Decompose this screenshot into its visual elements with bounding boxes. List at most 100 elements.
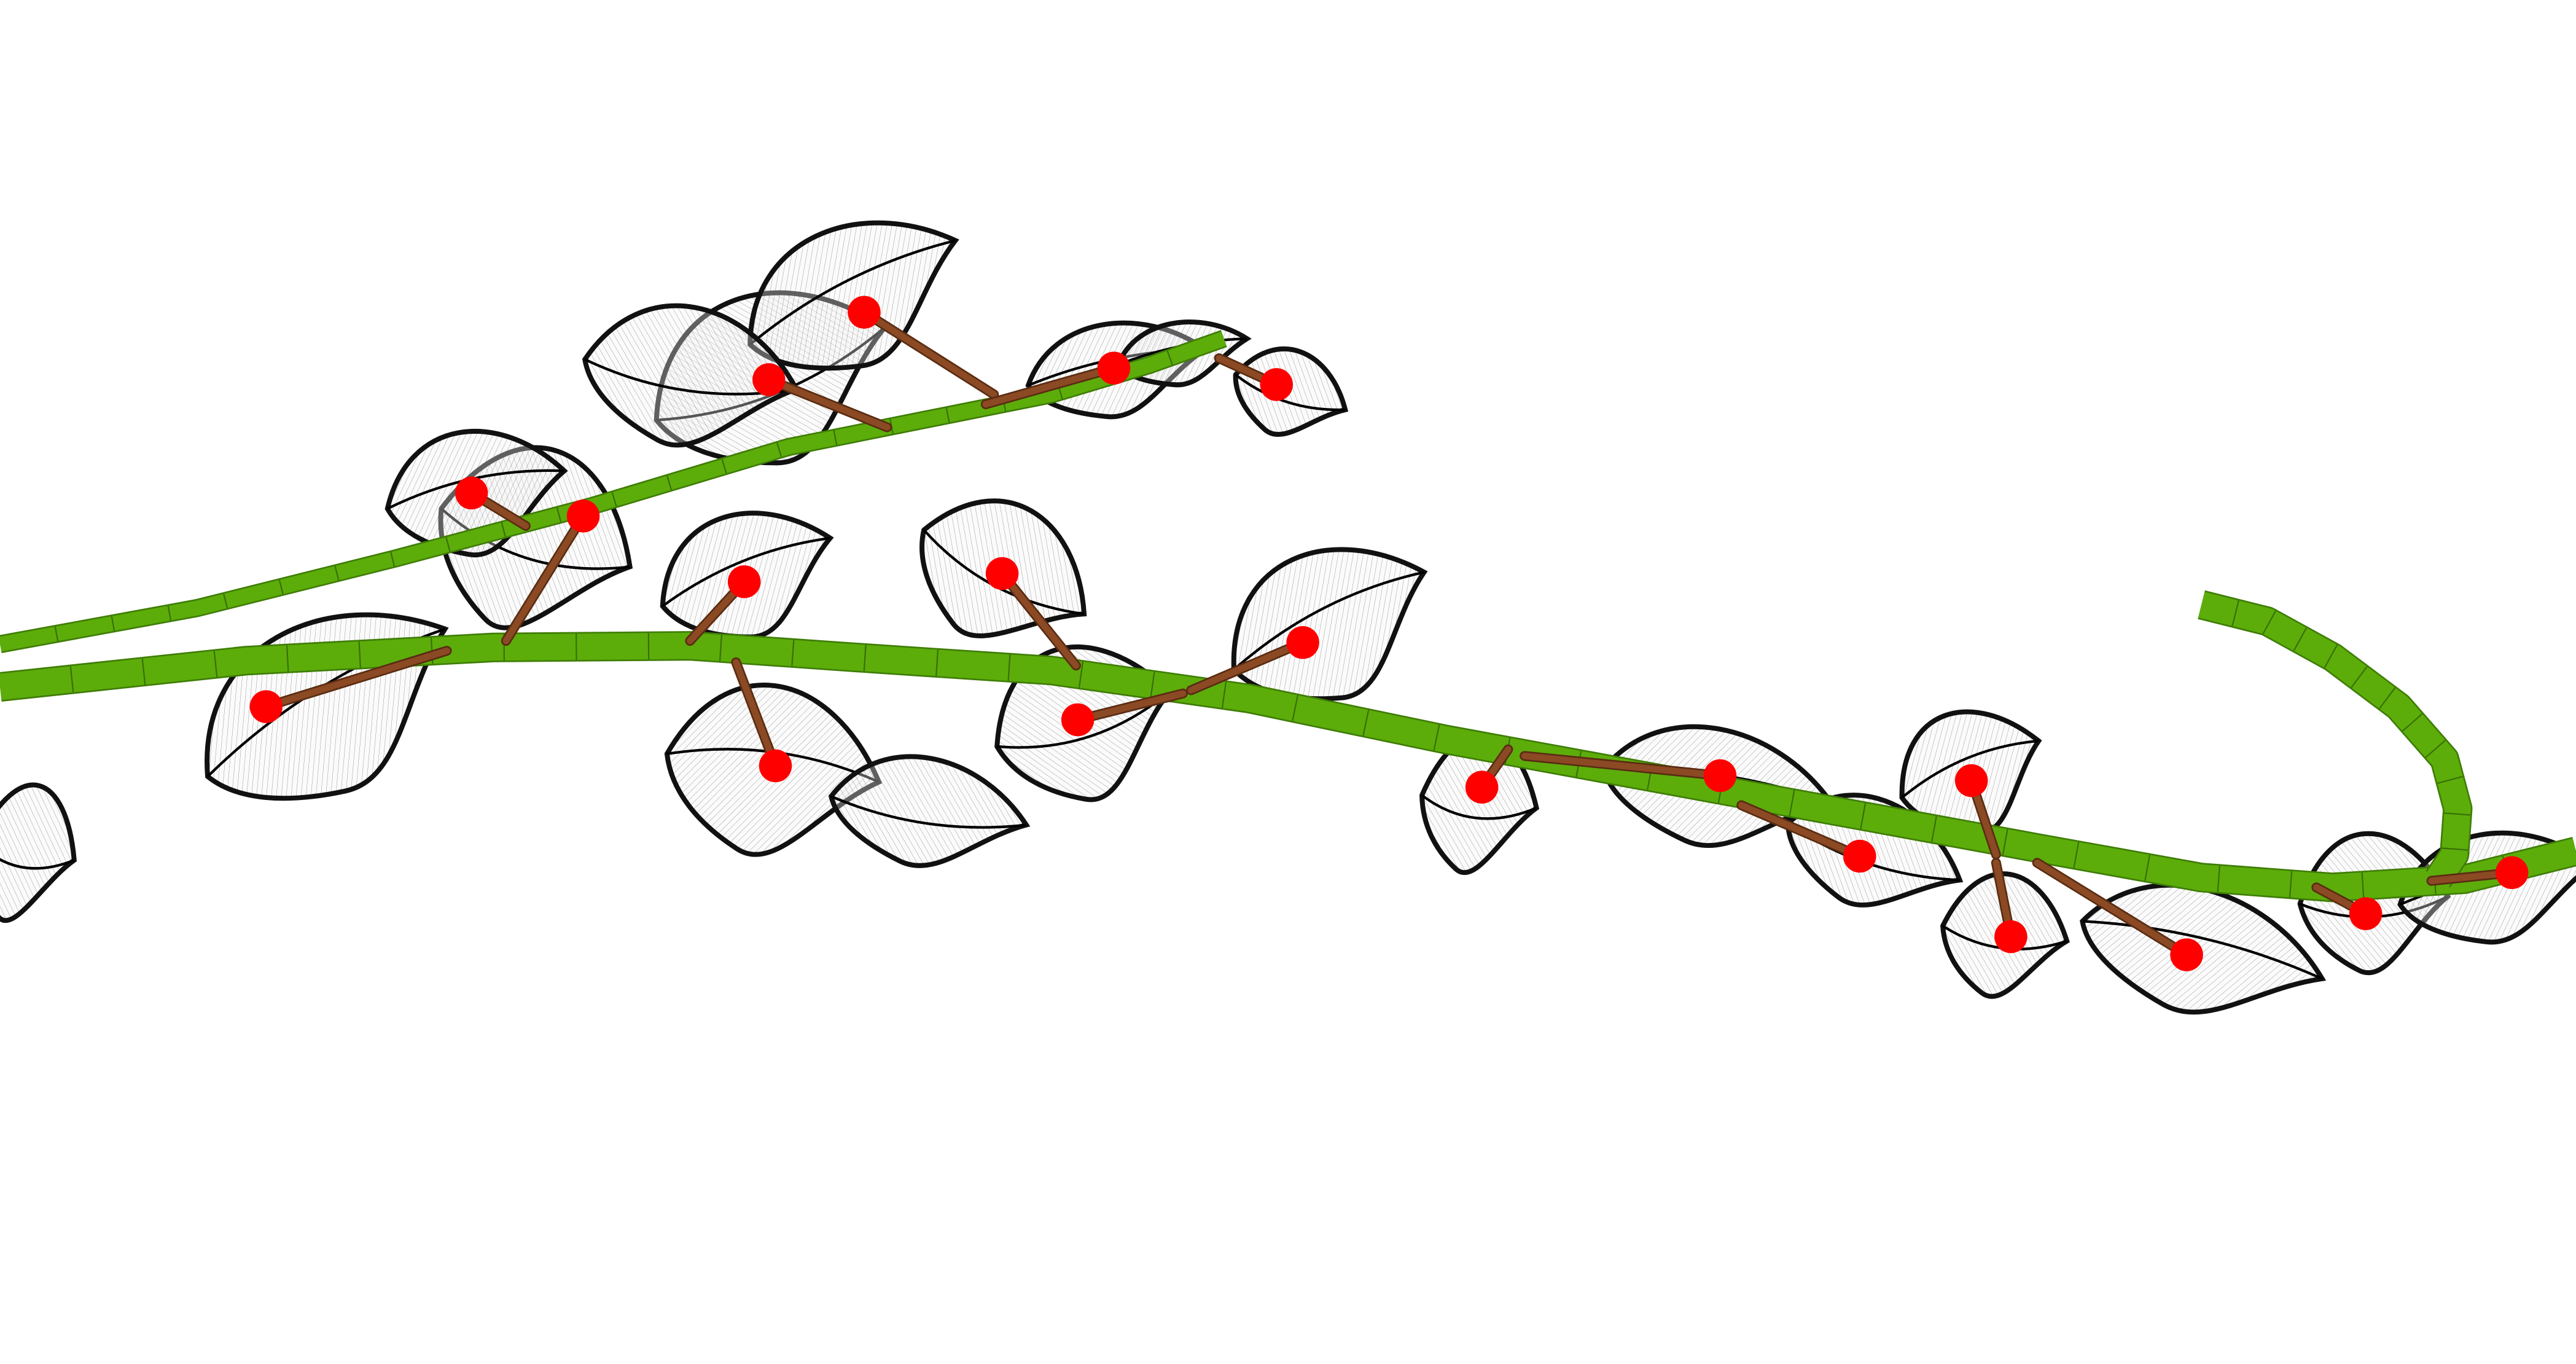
hook-stem-segment: [2402, 713, 2423, 732]
lower-stem-segment: [1007, 654, 1011, 681]
petiole: [982, 364, 1117, 408]
node-marker: [727, 565, 761, 598]
leaf-midrib: [1901, 739, 2039, 799]
leaf-midrib: [830, 795, 1027, 829]
lower-stem-segment: [1930, 816, 1937, 842]
upper-stem-segment: [390, 552, 396, 567]
lower-stem-segment: [2217, 865, 2220, 892]
upper-stem-segment: [334, 565, 340, 581]
upper-stem-segment: [556, 508, 562, 522]
hook-stem-segment: [2293, 627, 2308, 651]
node-marker: [455, 476, 488, 510]
node-marker: [1097, 351, 1131, 385]
upper-stem-segment: [721, 459, 727, 474]
lower-stem-segment: [2073, 842, 2080, 868]
lower-stem-segment: [1433, 724, 1440, 751]
node-marker: [2495, 856, 2529, 890]
lower-stem-segment: [719, 635, 723, 662]
upper-stem-segment: [611, 492, 617, 507]
node-marker: [2349, 897, 2383, 930]
leaf-midrib: [2082, 920, 2323, 980]
lower-stem-segment: [1292, 695, 1298, 721]
leaf: [582, 303, 800, 448]
leaf-midrib: [1235, 374, 1346, 412]
hook-stem-segment: [2262, 610, 2276, 635]
upper-stem-segment: [666, 475, 673, 490]
node-marker: [1994, 920, 2028, 954]
node-marker: [759, 749, 792, 783]
leaf: [0, 782, 77, 923]
lower-stem-segment: [2002, 829, 2008, 855]
upper-stem-segment: [167, 605, 172, 621]
hook-stem-segment: [2351, 666, 2368, 688]
node-marker: [2170, 938, 2203, 971]
petiole: [1074, 690, 1187, 723]
node-marker: [1954, 764, 1988, 798]
node-marker: [1286, 626, 1319, 659]
petiole: [732, 659, 779, 769]
node-marker: [249, 690, 283, 723]
lower-stem-segment: [935, 649, 939, 676]
leaf-outline: [0, 782, 77, 923]
hook-stem-segment: [2437, 775, 2463, 784]
petiole: [502, 512, 587, 645]
hook-stem: [2198, 592, 2471, 887]
leaf-wireframe: [0, 785, 74, 921]
petiole: [2034, 859, 2190, 958]
leaf-outline: [582, 303, 800, 448]
leaf-layer: [0, 220, 2576, 1015]
node-marker: [1843, 839, 1876, 873]
lower-stem-segment: [2289, 871, 2293, 898]
petiole: [765, 376, 891, 431]
leaf-midrib: [1421, 794, 1537, 820]
hook-stem-segment: [2425, 739, 2446, 758]
hook-stem-segment: [2378, 687, 2396, 710]
upper-stem-segment: [501, 522, 506, 537]
node-marker: [848, 296, 881, 329]
leaf: [1419, 732, 1540, 876]
lower-stem-segment: [1078, 661, 1084, 688]
node-marker: [1061, 703, 1095, 737]
hook-stem-segment: [2324, 644, 2338, 668]
leaf-midrib: [662, 536, 830, 608]
node-marker: [985, 557, 1019, 590]
upper-stem-segment: [945, 407, 950, 423]
node-marker: [752, 363, 786, 396]
leaf: [1231, 547, 1428, 702]
lower-stem-segment: [863, 645, 867, 672]
lower-stem-segment: [141, 658, 146, 685]
leaf-wireframe: [831, 756, 1026, 866]
leaf-midrib: [1233, 571, 1425, 671]
lower-stem-segment: [1150, 672, 1155, 698]
lower-stem-segment: [2361, 872, 2365, 899]
stem-layer: [0, 330, 2576, 903]
hook-stem-segment: [2441, 847, 2469, 851]
node-marker: [1465, 770, 1499, 804]
lower-stem-segment: [2144, 855, 2150, 881]
upper-stem-segment: [54, 626, 59, 641]
leaf-midrib: [749, 239, 956, 346]
lower-stem-segment: [1362, 710, 1370, 736]
lower-stem-segment: [1789, 790, 1795, 817]
lower-stem-segment: [791, 640, 795, 667]
petiole: [1738, 802, 1864, 860]
lower-stem-segment: [1860, 802, 1867, 829]
lower-stem-segment: [1221, 681, 1227, 708]
upper-stem-segment: [278, 579, 284, 595]
petiole: [861, 308, 997, 398]
hook-stem-segment: [2231, 600, 2239, 627]
leaf: [2080, 882, 2327, 1015]
leaf-midrib: [0, 841, 75, 870]
lower-stem-segment: [358, 641, 361, 668]
petiole: [999, 570, 1080, 669]
petiole: [262, 647, 450, 710]
lower-stem: [0, 632, 2576, 901]
upper-stem-segment: [445, 537, 451, 552]
node-marker: [566, 500, 600, 533]
petiole: [1521, 753, 1723, 779]
lower-stem-segment: [213, 651, 218, 677]
upper-stem-segment: [1166, 350, 1173, 365]
leaf-wireframe: [585, 305, 797, 445]
upper-stem-segment: [111, 616, 115, 631]
